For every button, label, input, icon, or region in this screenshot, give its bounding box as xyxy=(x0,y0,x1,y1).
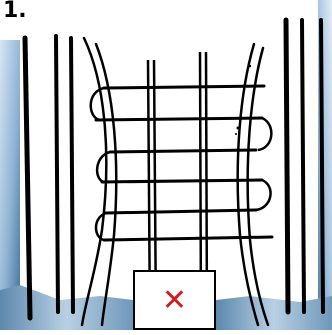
frame-bars xyxy=(22,17,325,321)
answer-box: ✕ xyxy=(133,270,216,330)
figure-number: 1. xyxy=(3,0,27,23)
weft-rows xyxy=(94,84,274,242)
weft-loops xyxy=(89,86,273,242)
wrong-answer-mark: ✕ xyxy=(161,283,188,318)
ink-specks xyxy=(235,64,252,135)
